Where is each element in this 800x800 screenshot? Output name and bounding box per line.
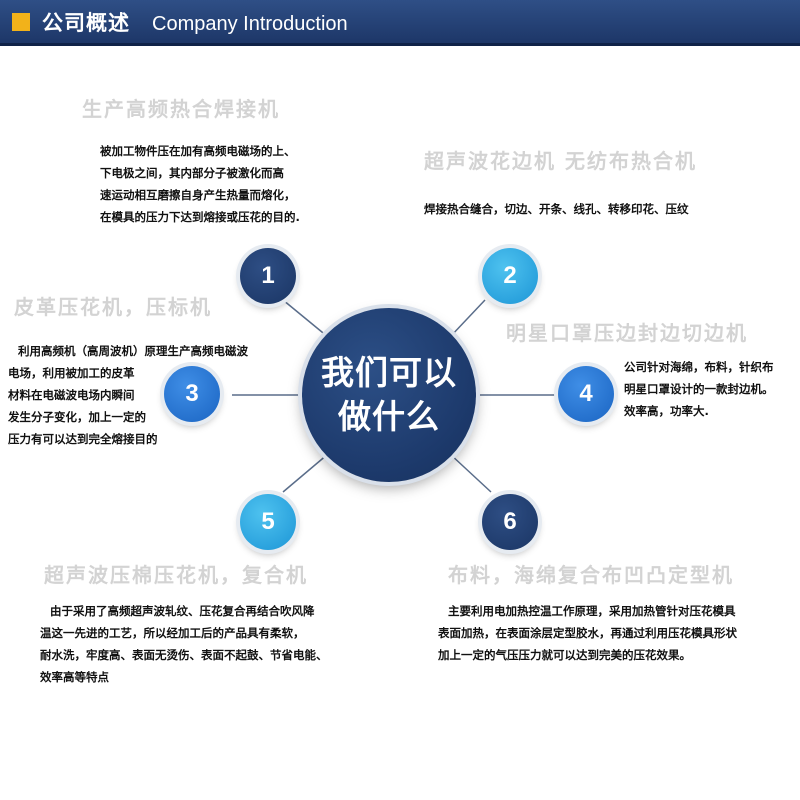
connector-6: [449, 453, 492, 493]
header-marker-icon: [12, 13, 30, 31]
item-1-description: 被加工物件压在加有高频电磁场的上、 下电极之间，其内部分子被激化而高 速运动相互…: [100, 140, 300, 228]
item-5-desc-line: 由于采用了高频超声波轧纹、压花复合再结合吹风降: [50, 604, 315, 618]
item-4-description: 公司针对海绵，布料，针织布 明星口罩设计的一款封边机。 效率高，功率大.: [624, 356, 774, 422]
item-1-desc-line: 在模具的压力下达到熔接或压花的目的.: [100, 210, 300, 224]
item-1-desc-line: 下电极之间，其内部分子被激化而高: [100, 166, 284, 180]
page-subtitle: Company Introduction: [152, 13, 348, 35]
item-4-title: 明星口罩压边封边切边机: [506, 321, 748, 345]
item-6-desc-line: 主要利用电加热控温工作原理，采用加热管针对压花模具: [448, 604, 736, 618]
node-5: 5: [240, 494, 296, 550]
item-5-title: 超声波压棉压花机，复合机: [44, 563, 308, 587]
item-5-desc-line: 耐水洗，牢度高、表面无烫伤、表面不起鼓、节省电能、: [40, 648, 328, 662]
item-5-description: 由于采用了高频超声波轧纹、压花复合再结合吹风降 温这一先进的工艺，所以经加工后的…: [40, 600, 328, 688]
item-4-desc-line: 公司针对海绵，布料，针织布: [624, 360, 774, 374]
node-1: 1: [240, 248, 296, 304]
item-6-desc-line: 加上一定的气压压力就可以达到完美的压花效果。: [438, 648, 691, 662]
item-5-desc-line: 温这一先进的工艺，所以经加工后的产品具有柔软，: [40, 626, 305, 640]
item-3-desc-line: 发生分子变化，加上一定的: [8, 410, 146, 424]
item-6-title: 布料，海绵复合布凹凸定型机: [448, 563, 734, 587]
page-title: 公司概述: [42, 11, 130, 35]
item-2-description: 焊接热合缝合，切边、开条、线孔、转移印花、压纹: [424, 198, 689, 220]
item-5-desc-line: 效率高等特点: [40, 670, 109, 684]
item-4-desc-line: 效率高，功率大.: [624, 404, 709, 418]
hub-line-1: 我们可以: [321, 353, 457, 392]
item-2-desc-line: 焊接热合缝合，切边、开条、线孔、转移印花、压纹: [424, 202, 689, 216]
item-1-desc-line: 被加工物件压在加有高频电磁场的上、: [100, 144, 296, 158]
center-hub: 我们可以 做什么: [302, 308, 476, 482]
node-6: 6: [482, 494, 538, 550]
item-1-desc-line: 速运动相互磨擦自身产生热量而熔化，: [100, 188, 296, 202]
item-1-title: 生产高频热合焊接机: [82, 97, 280, 121]
node-4: 4: [558, 366, 614, 422]
item-2-title: 超声波花边机 无纺布热合机: [424, 149, 697, 173]
item-3-description: 利用高频机（高周波机）原理生产高频电磁波 电场，利用被加工的皮革 材料在电磁波电…: [8, 340, 248, 450]
node-3: 3: [164, 366, 220, 422]
item-3-desc-line: 利用高频机（高周波机）原理生产高频电磁波: [18, 344, 248, 358]
connector-5: [282, 453, 329, 493]
item-4-desc-line: 明星口罩设计的一款封边机。: [624, 382, 774, 396]
item-3-title: 皮革压花机，压标机: [14, 295, 212, 319]
hub-line-2: 做什么: [338, 397, 440, 436]
item-6-desc-line: 表面加热，在表面涂层定型胶水，再通过利用压花模具形状: [438, 626, 737, 640]
item-3-desc-line: 压力有可以达到完全熔接目的: [8, 432, 158, 446]
item-6-description: 主要利用电加热控温工作原理，采用加热管针对压花模具 表面加热，在表面涂层定型胶水…: [438, 600, 737, 666]
item-3-desc-line: 材料在电磁波电场内瞬间: [8, 388, 135, 402]
connector-2: [449, 299, 486, 338]
header-bar: 公司概述 Company Introduction: [0, 0, 800, 46]
connector-1: [282, 299, 329, 338]
node-2: 2: [482, 248, 538, 304]
item-3-desc-line: 电场，利用被加工的皮革: [8, 366, 135, 380]
